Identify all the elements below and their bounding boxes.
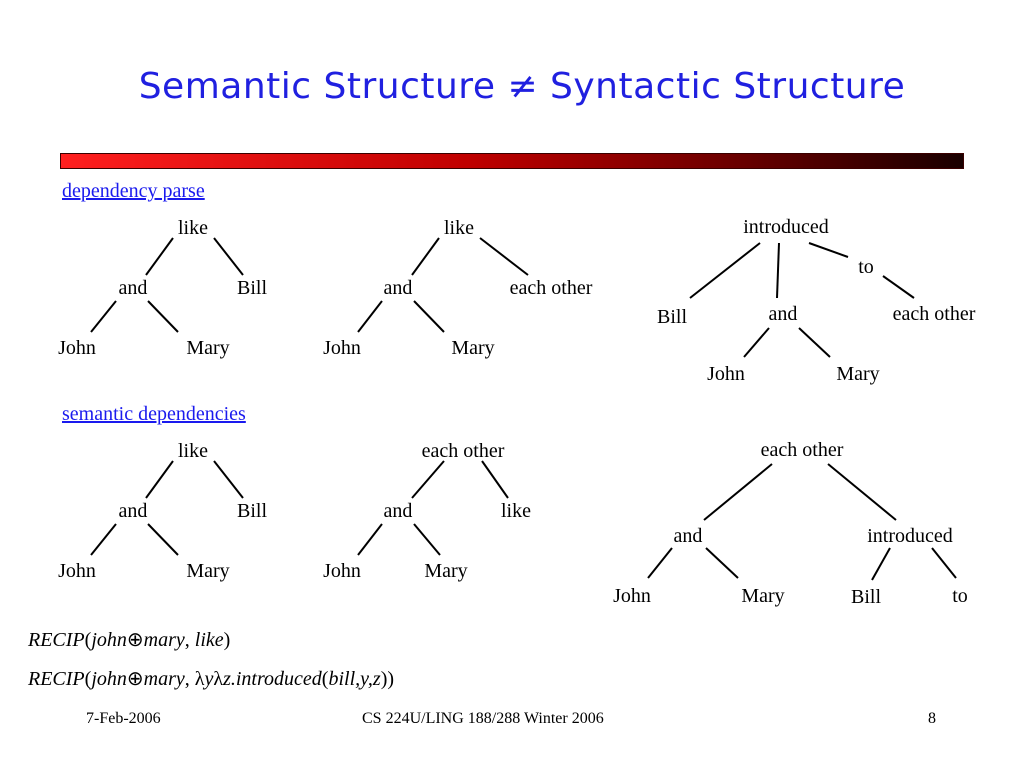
tree4-edge-like-to-Bill [213,460,244,499]
footer-date: 7-Feb-2006 [86,710,161,727]
tree6-node-to: to [952,585,968,607]
section-dependency-parse[interactable]: dependency parse [62,180,205,202]
tree1-node-John: John [58,337,96,359]
tree6-edge-and-to-John [647,547,673,579]
tree4-node-John: John [58,560,96,582]
tree6-node-each-other: each other [761,439,844,461]
tree6-node-John: John [613,585,651,607]
tree5-node-John: John [323,560,361,582]
tree5-edge-each-other-to-and [411,460,445,499]
tree3-edge-introduced-to-to [689,242,761,299]
tree2-node-each-other: each other [510,277,593,299]
tree5-edge-each-other-to-like [481,460,509,499]
tree4-edge-and-to-John [90,523,117,556]
tree2-edge-and-to-John [357,300,383,333]
tree4-node-Bill: Bill [237,500,267,522]
tree1-node-like: like [178,217,208,239]
tree3-node-introduced: introduced [743,216,829,238]
tree1-edge-like-to-and [145,237,174,276]
tree6-node-Mary: Mary [741,585,784,607]
tree3-edge-and-to-John [743,327,770,358]
slide-title: Semantic Structure ≠ Syntactic Structure [138,66,906,107]
tree5-node-and: and [384,500,413,522]
tree4-node-and: and [119,500,148,522]
tree2-edge-and-to-Mary [413,300,445,333]
tree6-node-introduced: introduced [867,525,953,547]
footer-course: CS 224U/LING 188/288 Winter 2006 [362,710,604,727]
tree5-node-like: like [501,500,531,522]
tree1-edge-and-to-John [90,300,117,333]
tree2-edge-like-to-each-other [479,237,529,276]
tree1-edge-like-to-Bill [213,237,244,276]
tree2-edge-like-to-and [411,237,440,276]
tree6-edge-each-other-to-introduced [827,463,897,521]
tree3-node-Mary: Mary [836,363,879,385]
tree4-edge-and-to-Mary [147,523,179,556]
tree3-node-to: to [858,256,874,278]
tree3-node-John: John [707,363,745,385]
tree4-node-like: like [178,440,208,462]
tree2-node-Mary: Mary [451,337,494,359]
tree3-edge-to-to-each-other [882,275,915,299]
tree2-node-like: like [444,217,474,239]
tree1-edge-and-to-Mary [147,300,179,333]
tree1-node-Mary: Mary [186,337,229,359]
tree4-edge-like-to-and [145,460,174,499]
tree5-node-each-other: each other [422,440,505,462]
tree3-node-and: and [769,303,798,325]
footer-page-number: 8 [928,710,936,727]
tree2-node-John: John [323,337,361,359]
tree2-node-and: and [384,277,413,299]
tree6-edge-each-other-to-and [703,463,773,521]
tree6-node-and: and [674,525,703,547]
tree3-edge-and-to-Mary [798,327,831,358]
formula-recip-introduced: RECIP(john⊕mary, λyλz.introduced(bill,y,… [28,668,395,690]
tree5-edge-and-to-John [357,523,383,556]
tree3-edge-introduced-to-Bill [776,242,780,299]
tree6-edge-and-to-Mary [705,547,739,579]
tree1-node-Bill: Bill [237,277,267,299]
tree5-edge-and-to-Mary [413,523,441,556]
tree3-node-Bill: Bill [657,306,687,328]
tree3-node-each-other: each other [893,303,976,325]
tree4-node-Mary: Mary [186,560,229,582]
title-divider-bar [60,153,964,169]
tree6-edge-introduced-to-to [931,547,957,579]
tree1-node-and: and [119,277,148,299]
section-semantic-dependencies[interactable]: semantic dependencies [62,403,246,425]
tree3-edge-introduced-to-and [808,242,849,258]
tree5-node-Mary: Mary [424,560,467,582]
tree6-edge-introduced-to-Bill [871,547,891,581]
tree6-node-Bill: Bill [851,586,881,608]
formula-recip-like: RECIP(john⊕mary, like) [28,629,231,651]
